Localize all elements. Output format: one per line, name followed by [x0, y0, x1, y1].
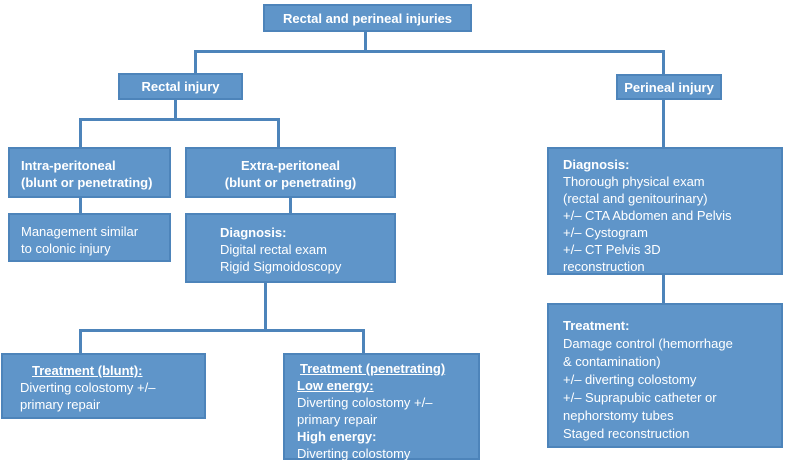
node-line: Management similar	[21, 224, 139, 239]
node-rectal-diagnosis: Diagnosis: Digital rectal exam Rigid Sig…	[185, 213, 396, 283]
node-line: Thorough physical exam	[563, 174, 705, 189]
connector-perineal-diagnosis-to-treatment	[662, 274, 665, 304]
connector-perineal-to-diagnosis	[662, 99, 665, 148]
node-line: primary repair	[297, 412, 378, 427]
node-line: Intra-peritoneal	[21, 158, 116, 173]
connector-level1-horizontal	[194, 50, 665, 53]
node-line: to colonic injury	[21, 241, 111, 256]
connector-rectal-down	[174, 99, 177, 120]
node-heading: Treatment:	[563, 318, 630, 333]
node-line: +/– CT Pelvis 3D	[563, 242, 661, 257]
connector-root-down	[364, 32, 367, 52]
node-line: Diverting colostomy	[297, 446, 411, 461]
node-line: & contamination)	[563, 354, 661, 369]
node-subheading-low-energy: Low energy:	[297, 378, 374, 393]
node-heading: Treatment (blunt):	[32, 363, 143, 378]
node-intra-peritoneal: Intra-peritoneal (blunt or penetrating)	[8, 147, 171, 198]
node-line: Digital rectal exam	[220, 242, 327, 257]
node-perineal-diagnosis: Diagnosis: Thorough physical exam (recta…	[547, 147, 783, 275]
node-line: Damage control (hemorrhage	[563, 336, 733, 351]
node-heading: Diagnosis:	[563, 157, 630, 172]
node-line: primary repair	[20, 397, 101, 412]
node-line: nephorstomy tubes	[563, 408, 674, 423]
connector-to-extra-peritoneal	[277, 118, 280, 147]
node-line: +/– CTA Abdomen and Pelvis	[563, 208, 732, 223]
node-heading: Treatment (penetrating)	[300, 361, 446, 376]
connector-diagnosis-down	[264, 282, 267, 332]
connector-level2-horizontal	[79, 118, 280, 121]
node-rectal-and-perineal-injuries: Rectal and perineal injuries	[263, 4, 472, 32]
connector-extra-to-diagnosis	[289, 197, 292, 214]
node-extra-peritoneal: Extra-peritoneal (blunt or penetrating)	[185, 147, 396, 198]
node-treatment-penetrating: Treatment (penetrating) Low energy: Dive…	[283, 353, 480, 461]
connector-treatment-horizontal	[79, 329, 365, 332]
node-line: (rectal and genitourinary)	[563, 191, 708, 206]
node-line: reconstruction	[563, 259, 645, 274]
node-treatment-blunt: Treatment (blunt): Diverting colostomy +…	[1, 353, 206, 419]
node-line: (blunt or penetrating)	[21, 175, 153, 190]
connector-to-rectal-injury	[194, 50, 197, 73]
connector-to-perineal-injury	[662, 50, 665, 74]
node-line: +/– Suprapubic catheter or	[563, 390, 717, 405]
node-line: +/– Cystogram	[563, 225, 648, 240]
node-management-colonic: Management similar to colonic injury	[8, 213, 171, 262]
node-line: Extra-peritoneal	[241, 158, 340, 173]
node-perineal-treatment: Treatment: Damage control (hemorrhage & …	[547, 303, 783, 448]
node-perineal-injury: Perineal injury	[616, 74, 722, 100]
node-line: Staged reconstruction	[563, 426, 690, 441]
connector-to-treatment-penetrating	[362, 329, 365, 354]
node-label: Perineal injury	[624, 79, 714, 95]
connector-to-intra-peritoneal	[79, 118, 82, 147]
node-line: +/– diverting colostomy	[563, 372, 697, 387]
connector-intra-to-management	[79, 197, 82, 214]
node-line: Diverting colostomy +/–	[297, 395, 433, 410]
connector-to-treatment-blunt	[79, 329, 82, 354]
node-line: Diverting colostomy +/–	[20, 380, 156, 395]
node-line: (blunt or penetrating)	[224, 175, 357, 190]
node-subheading-high-energy: High energy:	[297, 429, 377, 444]
node-label: Rectal injury	[141, 79, 220, 94]
node-line: Rigid Sigmoidoscopy	[220, 259, 342, 274]
node-rectal-injury: Rectal injury	[118, 73, 243, 100]
node-heading: Diagnosis:	[220, 225, 287, 240]
node-label: Rectal and perineal injuries	[282, 10, 453, 26]
